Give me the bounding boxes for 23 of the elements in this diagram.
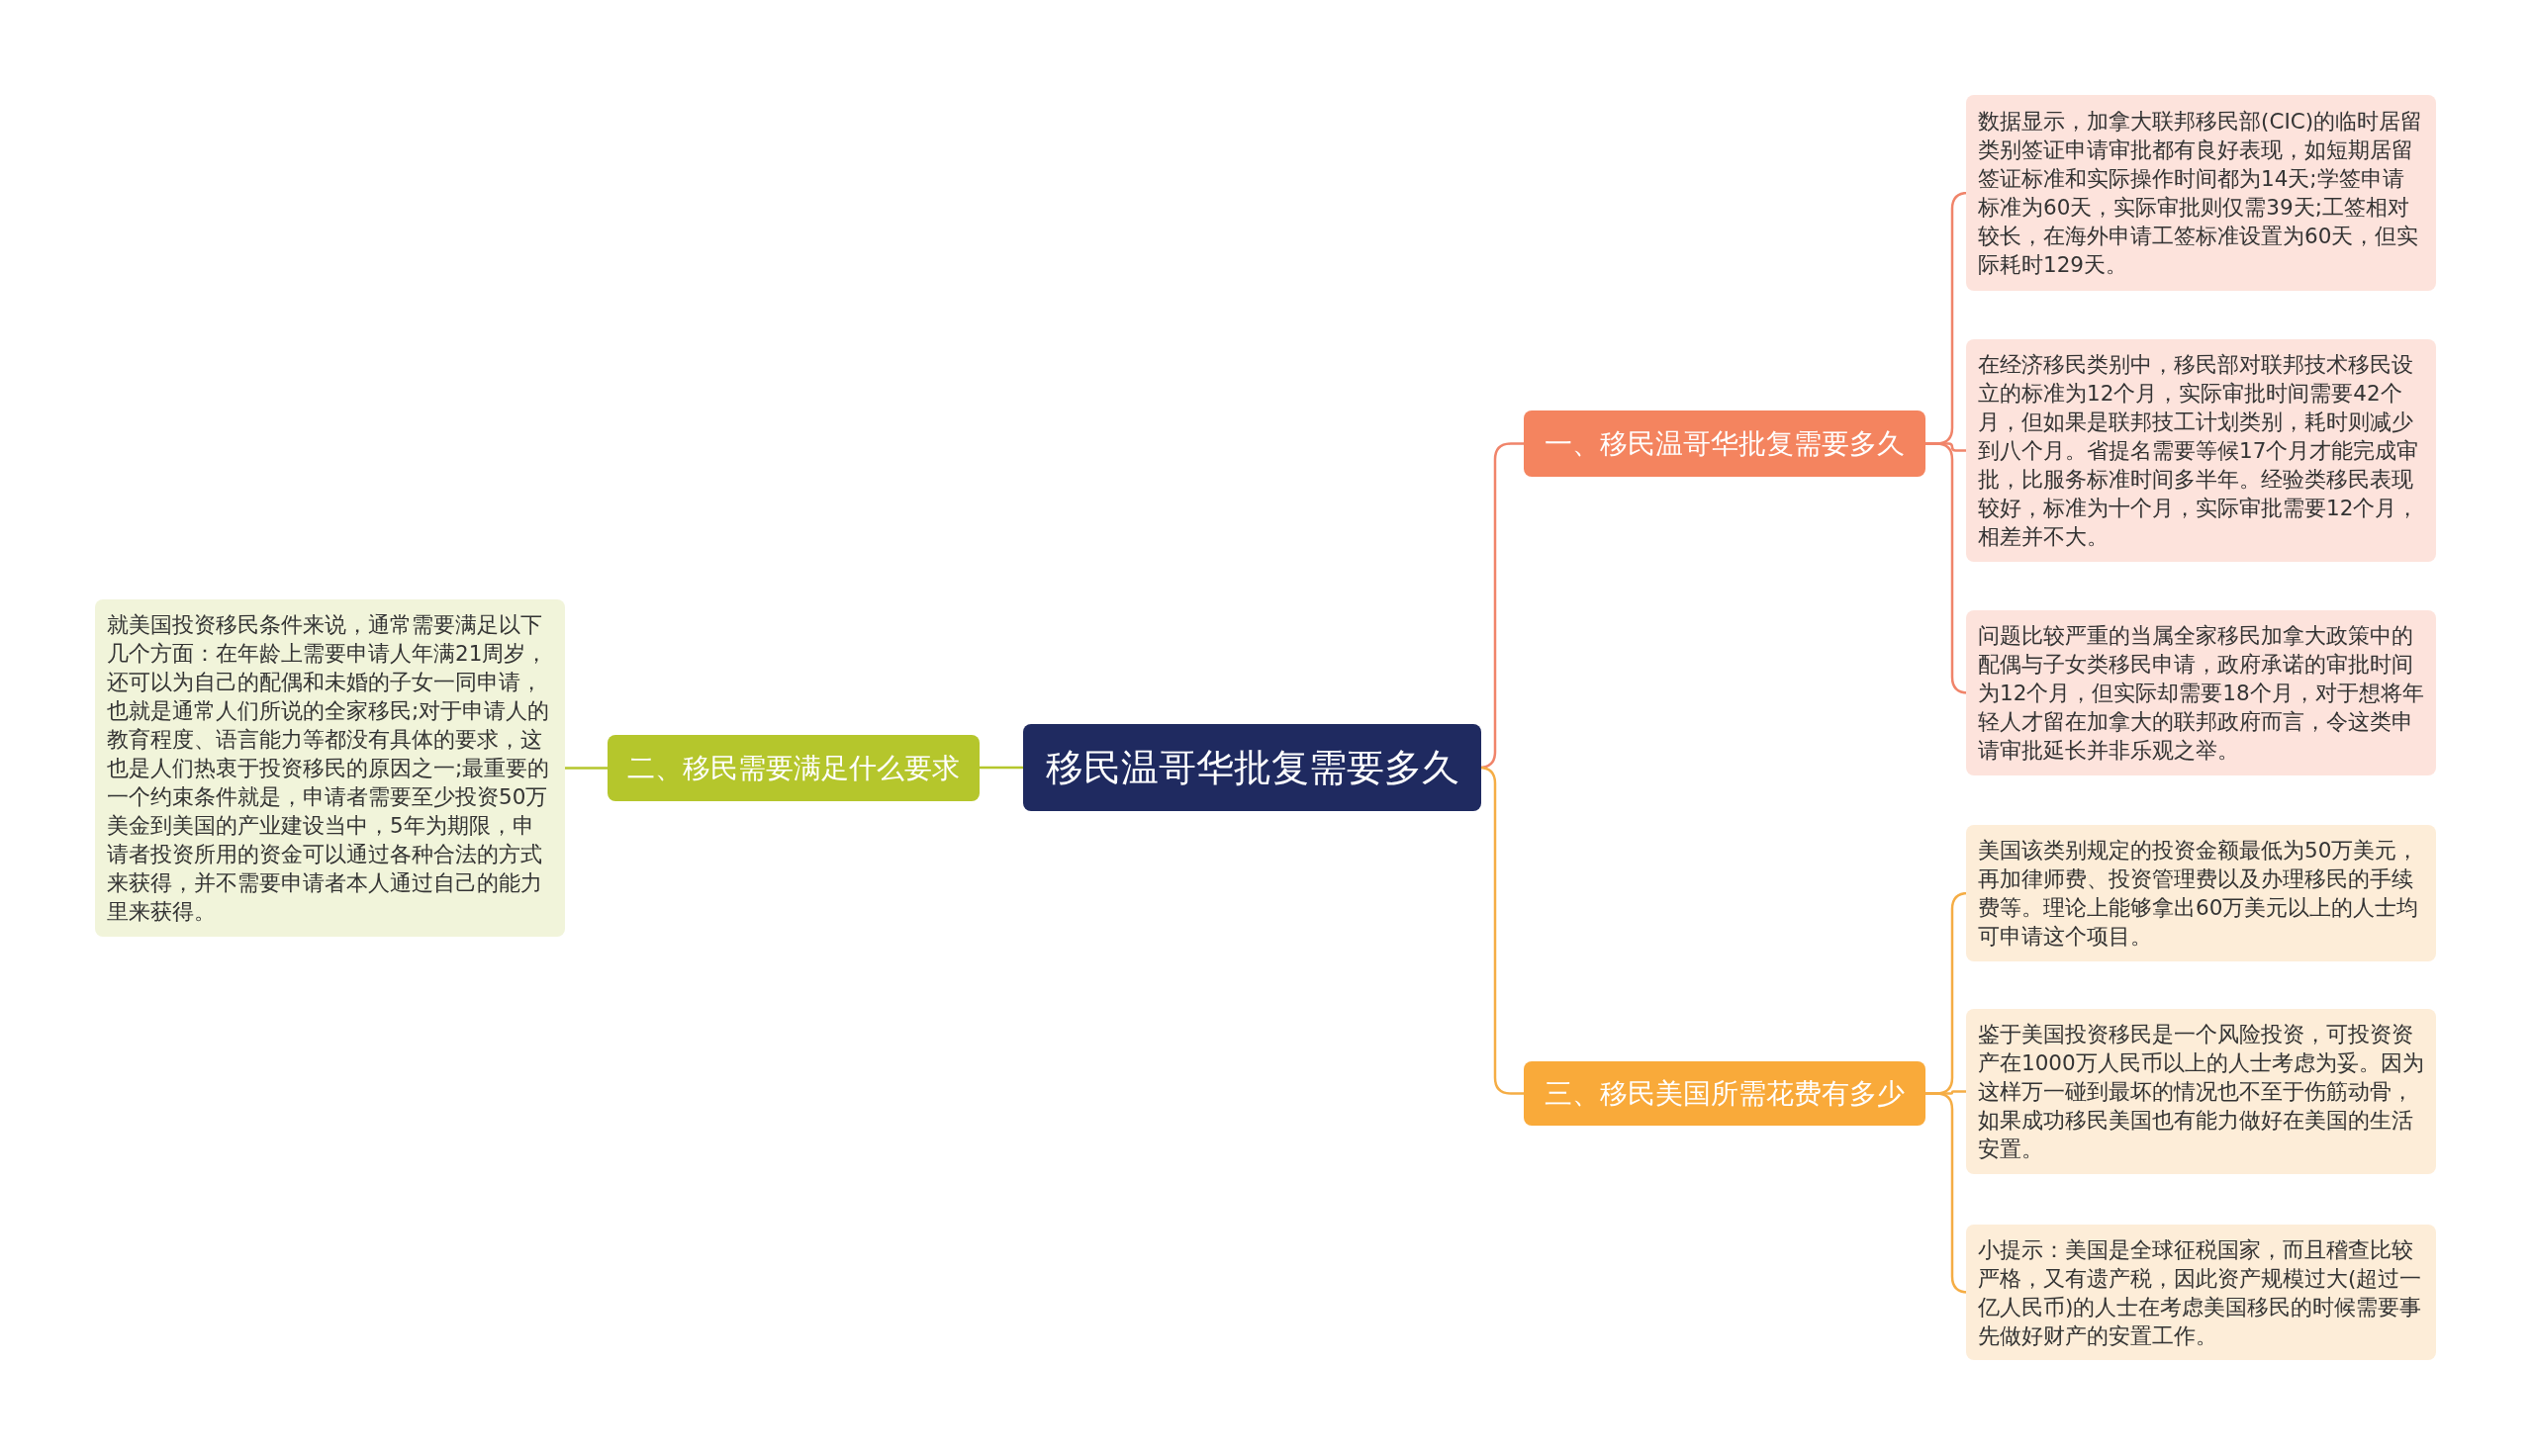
branch-box — [1524, 410, 1925, 477]
note-card — [1966, 95, 2436, 291]
note-card — [1966, 825, 2436, 961]
note-text: 问题比较严重的当属全家移民加拿大政策中的配偶与子女类移民申请，政府承诺的审批时间为12个月，但实际却需要18个月，对于想将年轻人才留在加拿大的联邦政府而言，令这类申请审批延长并非乐观之举。 — [1978, 622, 2424, 765]
note-text: 数据显示，加拿大联邦移民部(CIC)的临时居留类别签证申请审批都有良好表现，如短期居留签证标准和实际操作时间都为14天;学签申请标准为60天，实际审批则仅需39天;工签相对较长，在海外申请工签标准设置为60天，但实际耗时129天。 — [1978, 108, 2424, 279]
note-text: 小提示：美国是全球征税国家，而且稽查比较严格，又有遗产税，因此资产规模过大(超过一亿人民币)的人士在考虑美国移民的时候需要事先做好财产的安置工作。 — [1978, 1235, 2423, 1350]
note-text: 鉴于美国投资移民是一个风险投资，可投资资产在1000万人民币以上的人士考虑为妥。因为这样万一碰到最坏的情况也不至于伤筋动骨，如果成功移民美国也有能力做好在美国的生活安置。 — [1978, 1021, 2424, 1163]
note-card — [1966, 1009, 2436, 1174]
branch-box — [608, 735, 980, 801]
note-text: 在经济移民类别中，移民部对联邦技术移民设立的标准为12个月，实际审批时间需要42个月，但如果是联邦技工计划类别，耗时则减少到八个月。省提名需要等候17个月才能完成审批，比服务标准时间多半年。经验类移民表现较好，标准为十个月，实际审批需要12个月，相差并不大。 — [1978, 351, 2420, 551]
branch-text: 三、移民美国所需花费有多少 — [1545, 1075, 1905, 1112]
note-card — [1966, 339, 2436, 562]
note-card — [1966, 1225, 2436, 1360]
topic-text: 移民温哥华批复需要多久 — [1045, 744, 1459, 791]
branch-text: 一、移民温哥华批复需要多久 — [1545, 425, 1905, 462]
note-card — [1966, 610, 2436, 775]
note-text: 美国该类别规定的投资金额最低为50万美元，再加律师费、投资管理费以及办理移民的手续费等。理论上能够拿出60万美元以上的人士均可申请这个项目。 — [1978, 837, 2420, 951]
topic-box — [1023, 724, 1481, 811]
branch-text: 二、移民需要满足什么要求 — [627, 750, 960, 786]
connector-line — [980, 766, 1023, 770]
connector-line — [565, 767, 608, 770]
branch-box — [1524, 1061, 1925, 1126]
note-text: 就美国投资移民条件来说，通常需要满足以下几个方面：在年龄上需要申请人年满21周岁，还可以为自己的配偶和未婚的子女一同申请，也就是通常人们所说的全家移民;对于申请人的教育程度、语言能力等都没有具体的要求，这也是人们热衷于投资移民的原因之一;最重要的一个约束条件就是，申请者需要至少投资50万美金到美国的产业建设当中，5年为期限，申请者投资所用的资金可以通过各种合法的方式来获得，并不需要申请者本人通过自己的能力里来获得。 — [107, 611, 551, 926]
